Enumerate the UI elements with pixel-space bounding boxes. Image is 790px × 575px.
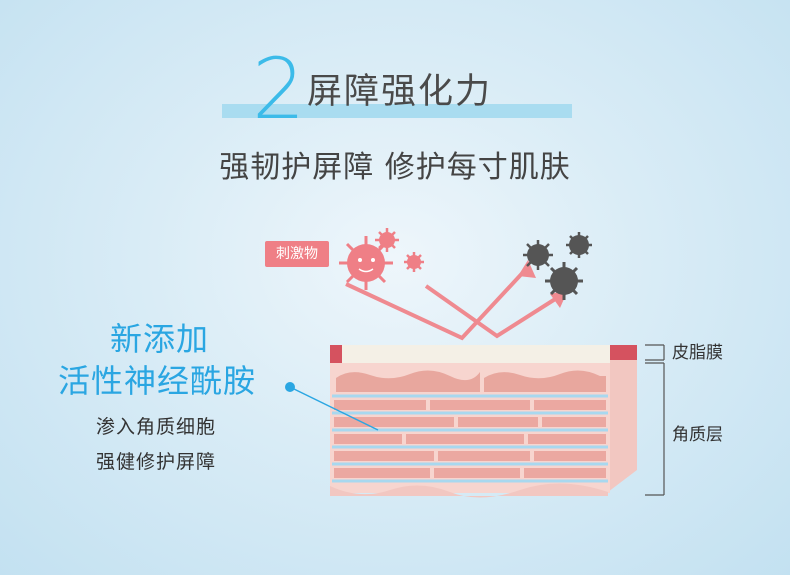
ingredient-heading-line1: 新添加 (110, 320, 210, 358)
pink-germ-icon (339, 236, 393, 290)
ingredient-pointer (285, 382, 379, 431)
deflection-arrows (345, 265, 562, 341)
gray-germ-icon (545, 262, 583, 300)
ingredient-description-line1: 渗入角质细胞 (96, 416, 217, 438)
ingredient-heading-line2: 活性神经酰胺 (58, 362, 257, 400)
gray-germ-icon (523, 240, 553, 270)
section-number: 2 (252, 40, 306, 138)
arrow-head-icon (518, 260, 536, 278)
section-subtitle: 强韧护屏障 修护每寸肌肤 (219, 150, 571, 185)
pink-germ-icon (375, 228, 399, 252)
gray-germ-icon (566, 232, 592, 258)
irritant-badge: 刺激物 (265, 241, 329, 267)
layer-bracket (645, 344, 665, 496)
pink-germ-icon (404, 252, 424, 272)
stratum-corneum-label: 角质层 (672, 425, 723, 445)
section-title: 屏障强化力 (307, 72, 493, 112)
sebum-layer-label: 皮脂膜 (672, 343, 723, 363)
skin-block (330, 345, 637, 498)
ingredient-description-line2: 强健修护屏障 (96, 451, 217, 473)
title-underline-bar (222, 104, 572, 118)
